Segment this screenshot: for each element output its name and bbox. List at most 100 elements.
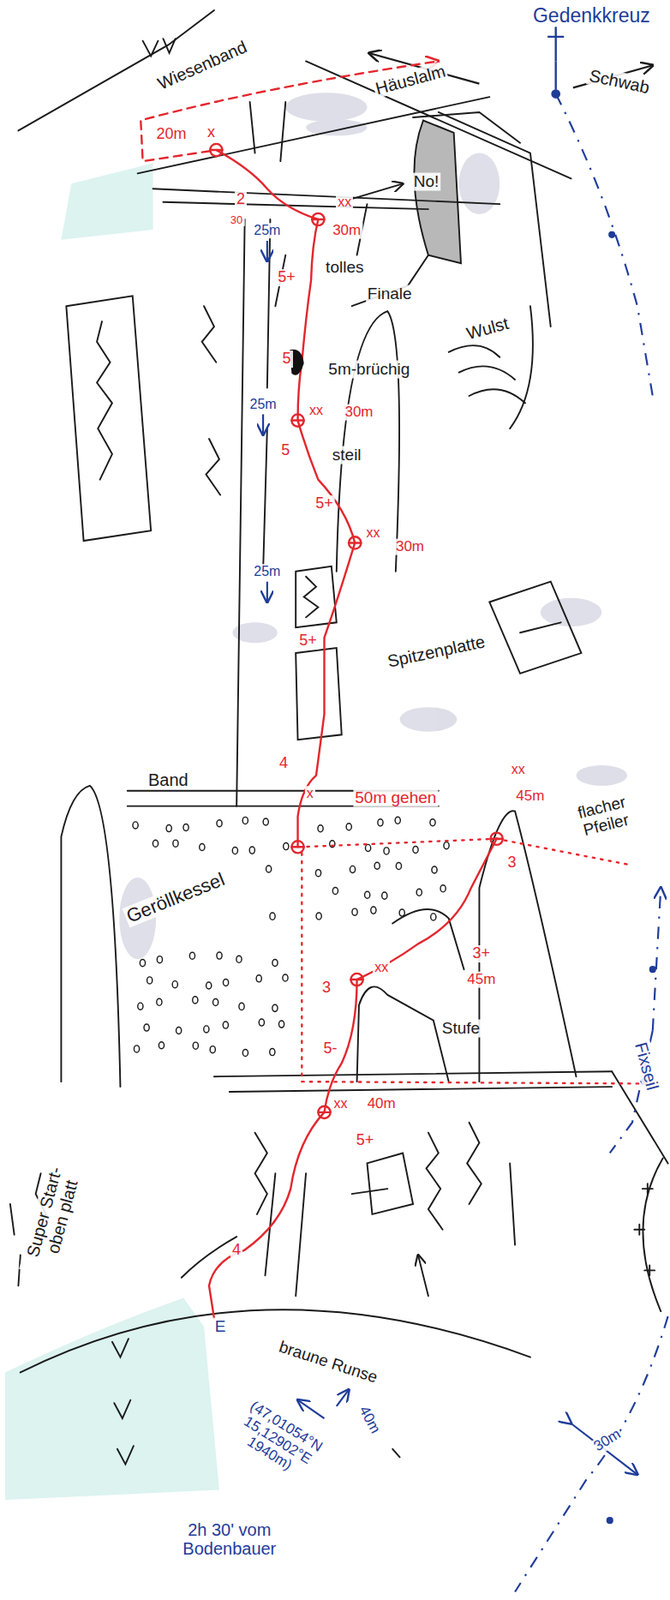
approach-label: 25m bbox=[251, 563, 282, 580]
approach-trail bbox=[336, 1389, 349, 1406]
scree-dot bbox=[236, 955, 242, 963]
summit-cross bbox=[547, 26, 564, 61]
approach-trail bbox=[652, 887, 662, 1031]
scree-dot bbox=[139, 959, 145, 967]
rock-lines bbox=[448, 345, 501, 358]
climbing-route bbox=[209, 149, 222, 151]
route-label: xx bbox=[372, 959, 390, 976]
scree-dot bbox=[156, 956, 162, 964]
rock-lines bbox=[214, 1070, 612, 1077]
rock-lines bbox=[229, 1086, 612, 1092]
climbing-route bbox=[348, 536, 361, 549]
rock-feature-label: Häuslalm bbox=[370, 60, 449, 99]
approach-trail bbox=[556, 94, 653, 396]
rock-lines bbox=[357, 986, 449, 1082]
route-label: 20m bbox=[154, 125, 188, 144]
scree-dot bbox=[316, 912, 322, 920]
scree-dot bbox=[349, 865, 355, 873]
climbing-route bbox=[291, 840, 304, 853]
rock-shading bbox=[285, 92, 367, 121]
rock-lines bbox=[352, 183, 404, 199]
route-label: 45m bbox=[465, 971, 497, 988]
route-label: 40m bbox=[365, 1095, 398, 1113]
scree-dots bbox=[132, 816, 449, 1056]
rock-shading bbox=[119, 92, 628, 959]
rock-lines bbox=[295, 647, 342, 740]
route-label: x bbox=[205, 124, 217, 142]
approach-trail bbox=[607, 1517, 613, 1523]
scree-dot bbox=[282, 974, 288, 982]
rock-lines bbox=[255, 1132, 268, 1215]
rock-lines bbox=[469, 388, 526, 403]
scree-dot bbox=[443, 842, 449, 850]
approach-trail bbox=[263, 53, 669, 1592]
climbing-route bbox=[215, 149, 318, 220]
scree-dot bbox=[133, 1045, 139, 1053]
climbing-route bbox=[298, 420, 356, 544]
route-label: 30m bbox=[394, 538, 426, 556]
scree-dot bbox=[272, 1004, 278, 1011]
scree-dot bbox=[189, 951, 195, 959]
rock-lines bbox=[459, 365, 515, 380]
rock-lines bbox=[267, 219, 271, 388]
scree-dot bbox=[176, 1026, 182, 1034]
scree-dot bbox=[317, 825, 324, 832]
rock-lines bbox=[236, 219, 246, 807]
rock-lines bbox=[520, 622, 562, 633]
scree-dot bbox=[222, 1021, 228, 1029]
scree-dot bbox=[192, 1041, 198, 1049]
route-label: 45m bbox=[514, 787, 546, 804]
scree-dot bbox=[166, 825, 172, 832]
rock-lines bbox=[352, 1188, 389, 1194]
route-label: 3+ bbox=[471, 945, 493, 963]
rock-feature-label: Finale bbox=[365, 284, 414, 303]
meadow bbox=[5, 1298, 220, 1501]
rock-feature-label: braune Runse bbox=[275, 1337, 382, 1388]
rock-feature-label: 5m-brüchig bbox=[326, 360, 412, 379]
climbing-route bbox=[490, 832, 503, 845]
rock-lines bbox=[275, 203, 367, 306]
summit-cross bbox=[547, 26, 564, 98]
climbing-route bbox=[140, 60, 653, 1318]
approach-label: E bbox=[213, 1316, 228, 1335]
scree-dot bbox=[377, 819, 383, 826]
scree-dot bbox=[283, 843, 289, 850]
route-label: x bbox=[305, 786, 316, 802]
rock-feature-label: Band bbox=[146, 770, 191, 790]
rock-lines bbox=[466, 1122, 482, 1204]
route-label: 50m gehen bbox=[352, 789, 438, 808]
summit-cross bbox=[555, 60, 557, 90]
route-label: 5 bbox=[279, 442, 292, 460]
scree-dot bbox=[199, 843, 205, 850]
scree-dot bbox=[269, 1048, 276, 1056]
route-label: xx bbox=[332, 1096, 350, 1113]
scree-dot bbox=[158, 1041, 164, 1049]
rock-lines bbox=[413, 120, 461, 264]
approach-trail bbox=[266, 240, 269, 262]
approach-trail bbox=[514, 1316, 669, 1592]
route-label: 5+ bbox=[275, 269, 298, 287]
rock-lines bbox=[295, 1172, 306, 1296]
scree-dot bbox=[258, 1018, 264, 1026]
rock-lines bbox=[96, 321, 113, 480]
rock-feature-label: Super Start- oben platt bbox=[18, 1149, 88, 1279]
climbing-route bbox=[348, 541, 361, 544]
route-label: 30 bbox=[228, 214, 245, 227]
approach-trail bbox=[298, 1399, 325, 1418]
route-label: 30m bbox=[342, 404, 375, 421]
climbing-route bbox=[298, 542, 356, 847]
scree-dot bbox=[213, 998, 219, 1005]
rock-shading bbox=[575, 765, 628, 786]
scree-dot bbox=[269, 912, 276, 920]
climbing-route bbox=[209, 143, 222, 156]
approach-label: 2h 30' vom Bodenbauer bbox=[167, 1519, 292, 1558]
scree-dot bbox=[192, 996, 198, 1004]
rock-lines bbox=[392, 1448, 400, 1458]
approach-trail bbox=[609, 232, 615, 238]
scree-dot bbox=[143, 1023, 150, 1031]
climbing-route bbox=[311, 218, 324, 221]
rock-lines bbox=[10, 10, 669, 1465]
rock-lines bbox=[280, 101, 286, 162]
rock-shading bbox=[305, 119, 367, 136]
